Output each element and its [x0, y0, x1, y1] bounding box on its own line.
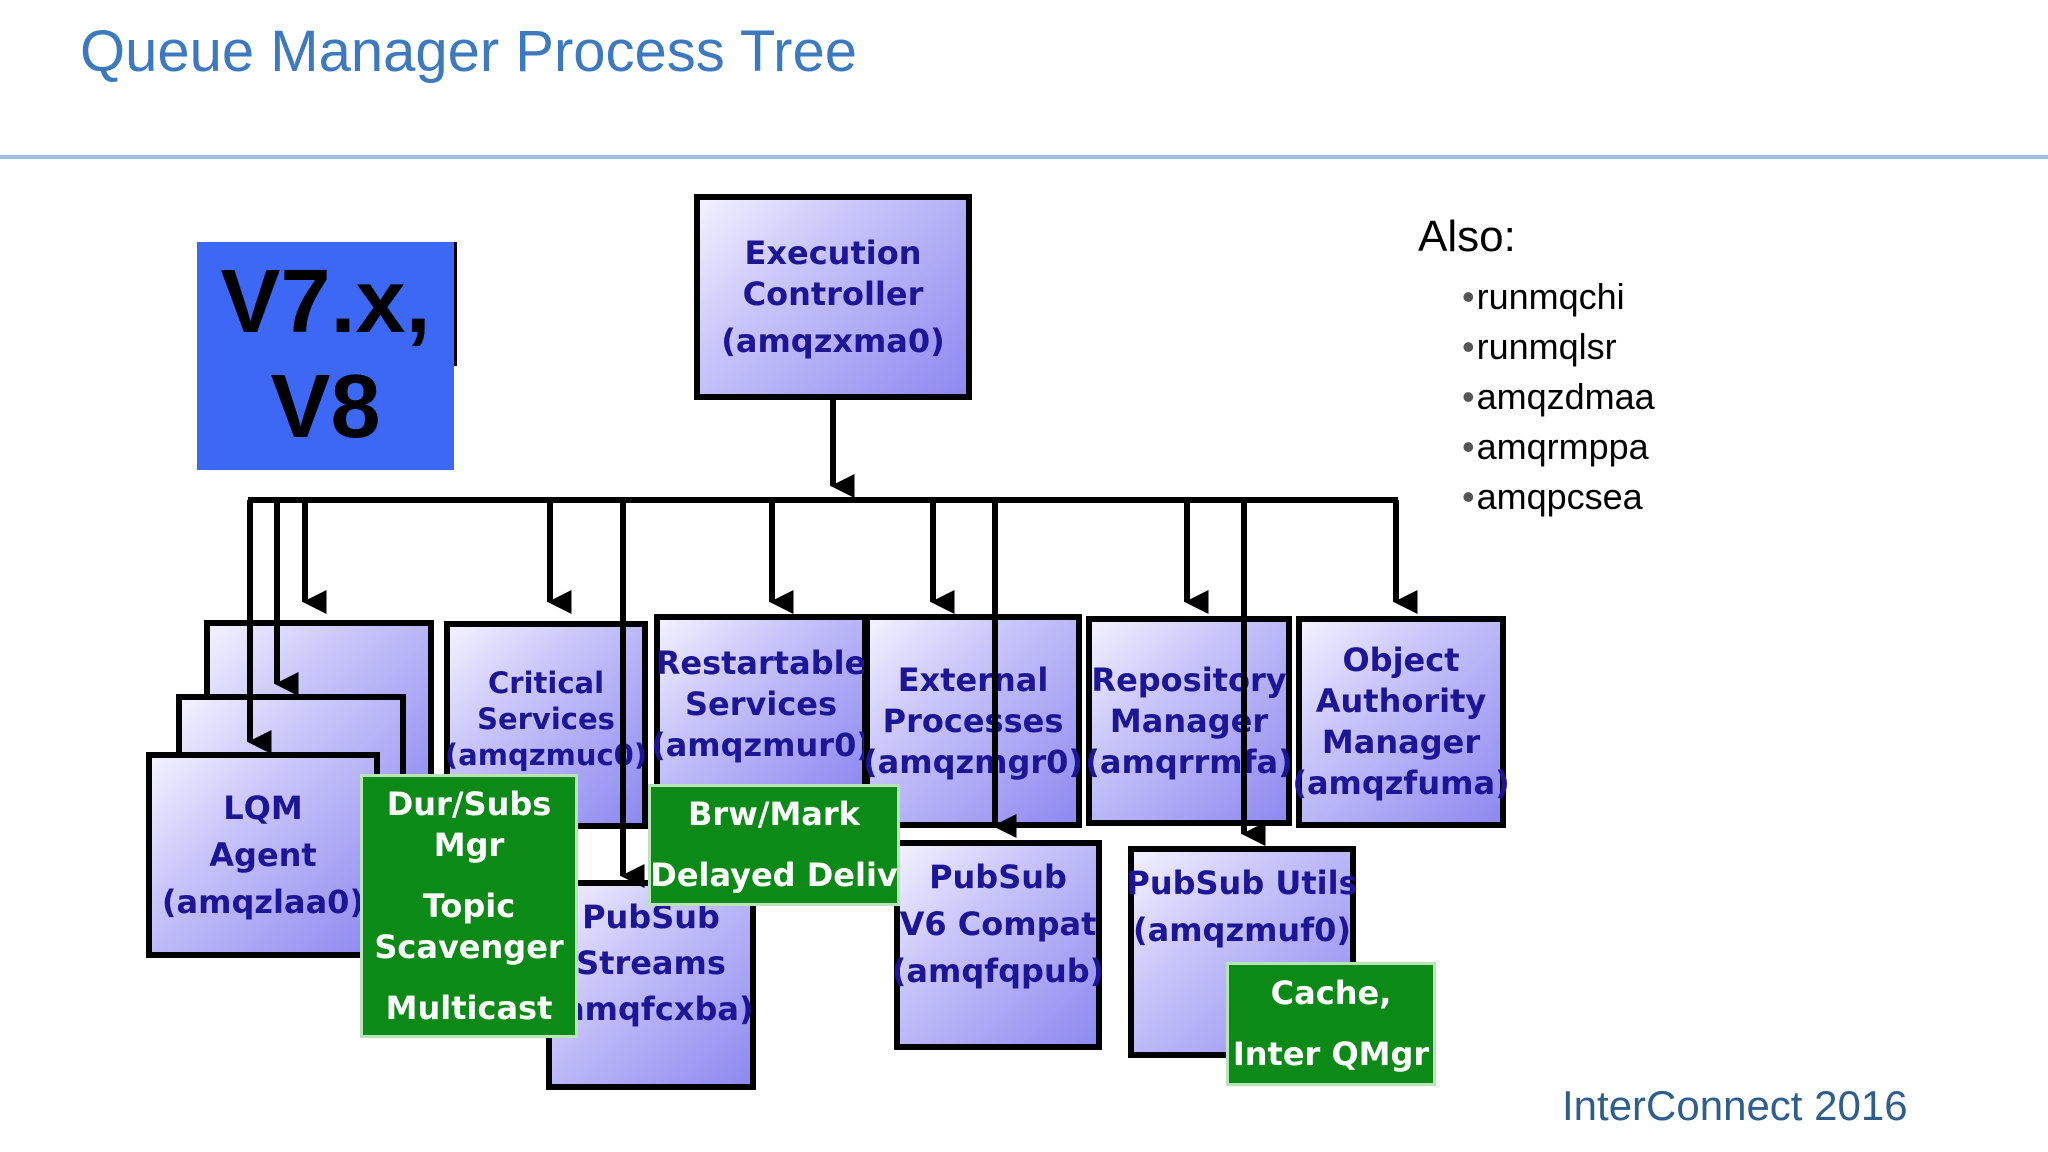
repository-manager-box: Repository Manager (amqrrmfa) [1085, 616, 1293, 826]
version-badge: V7.x, V8 [197, 242, 454, 470]
external-processes-box: External Processes (amqzmgr0) [863, 614, 1083, 828]
also-heading: Also: [1418, 212, 1516, 261]
title-divider [0, 155, 2048, 159]
version-badge-edge [454, 242, 457, 366]
bullet-icon: • [1462, 326, 1475, 367]
event-footer: InterConnect 2016 [1562, 1082, 1908, 1129]
pubsub-v6-compat-box: PubSub V6 Compat (amqfqpub) [892, 840, 1104, 1050]
bullet-icon: • [1462, 376, 1475, 417]
list-item: •runmqlsr [1462, 326, 1617, 367]
also-list: •runmqchi •runmqlsr •amqzdmaa •amqrmppa … [1462, 272, 1655, 522]
bullet-icon: • [1462, 276, 1475, 317]
version-line-1: V7.x, [220, 252, 431, 352]
restartable-services-box: Restartable Services (amqzmur0) [651, 614, 871, 794]
bullet-icon: • [1462, 426, 1475, 467]
list-item: •amqzdmaa [1462, 376, 1655, 417]
object-authority-manager-box: Object Authority Manager (amqzfuma) [1292, 616, 1510, 828]
list-item: •amqrmppa [1462, 426, 1649, 467]
execution-controller-box: Execution Controller (amqzxma0) [694, 194, 972, 400]
brw-mark-thread: Brw/Mark Delayed Deliv [648, 784, 900, 906]
list-item: •runmqchi [1462, 276, 1625, 317]
cache-inter-qmgr-thread: Cache, Inter QMgr [1226, 962, 1436, 1086]
dur-subs-mgr-thread: Dur/Subs Mgr Topic Scavenger Multicast [360, 774, 578, 1038]
list-item: •amqpcsea [1462, 476, 1643, 517]
version-line-2: V8 [270, 357, 381, 457]
bullet-icon: • [1462, 476, 1475, 517]
page-title: Queue Manager Process Tree [80, 19, 857, 84]
